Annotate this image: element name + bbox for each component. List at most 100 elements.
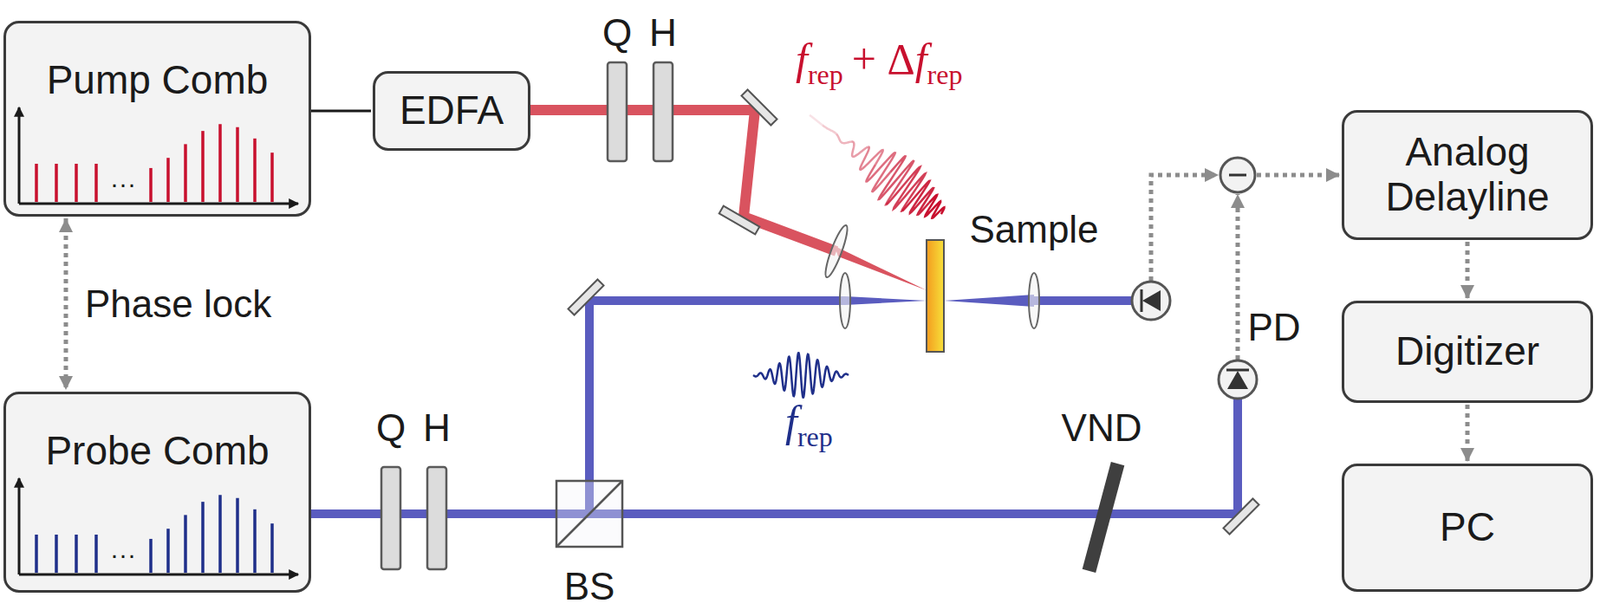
pulses [753, 115, 944, 398]
comb-line [235, 127, 240, 202]
pump-beam [530, 110, 837, 252]
component-box: PC [1341, 463, 1594, 592]
component-box: Probe Comb [3, 391, 312, 593]
part-label: Sample [969, 208, 1099, 252]
pump-pulse [836, 134, 852, 144]
quarter-waveplate [607, 62, 627, 162]
photodiode-symbol [1142, 290, 1161, 312]
comb-line [34, 163, 39, 202]
axis [18, 478, 21, 575]
edge-label: Phase lock [84, 282, 272, 326]
comb-line [166, 528, 170, 573]
box-label: PC [1439, 505, 1496, 551]
photodiode-symbol [1227, 370, 1249, 390]
drawing-part [19, 478, 299, 575]
photodiode-symbol [1218, 360, 1257, 399]
comb-line [74, 163, 79, 202]
rep-rate-label: frep [785, 396, 833, 454]
axis [19, 573, 299, 577]
component-box: Pump Comb [3, 20, 312, 217]
comb-line [253, 509, 257, 573]
component-box: EDFA [372, 71, 531, 151]
symbol: + Δ [852, 34, 916, 84]
signal-link [64, 218, 69, 391]
variable-nd-filter [1082, 461, 1126, 573]
part-label: PD [1247, 305, 1301, 350]
box-label: Probe Comb [45, 429, 269, 475]
half-waveplate [653, 62, 673, 162]
box-fill [373, 71, 530, 150]
half-waveplate [427, 467, 447, 570]
subscript: rep [807, 58, 844, 91]
rep-rate-label: frep+ Δfrep [795, 33, 963, 92]
pump-pulse [822, 125, 837, 135]
box-label: EDFA [399, 88, 504, 134]
reference-beam-up [1233, 398, 1243, 519]
box-label: Pump Comb [46, 58, 269, 104]
part-label: Q [602, 11, 632, 55]
quarter-waveplate [381, 467, 401, 570]
comb-line [218, 123, 222, 202]
comb-spectra [19, 107, 299, 575]
comb-line [94, 163, 98, 202]
signal-wire [1151, 175, 1219, 281]
box-fill [1342, 110, 1593, 240]
photodiode-symbol [1226, 369, 1249, 372]
mirror [719, 206, 761, 235]
beam-splitter [556, 481, 623, 547]
part-label: H [422, 406, 451, 450]
probe-pulse [753, 352, 849, 397]
symbol: f [795, 34, 808, 84]
comb-line [270, 152, 274, 202]
subtractor-symbol [1220, 157, 1256, 193]
box-fill [4, 392, 311, 592]
signal-link [1465, 404, 1470, 462]
axis [18, 107, 21, 204]
comb-line [218, 494, 222, 573]
comb-line [34, 534, 39, 573]
box-fills [4, 21, 1593, 592]
part-label: Q [376, 406, 406, 450]
fiber-link [311, 110, 371, 113]
box-fill [4, 21, 311, 216]
minus-sign [1229, 174, 1247, 177]
mirror [1222, 498, 1259, 534]
comb-line [54, 163, 59, 202]
comb-line [183, 514, 188, 573]
axis [19, 202, 299, 206]
box-label: Digitizer [1395, 329, 1540, 375]
subscript: rep [927, 58, 963, 91]
sample [926, 240, 944, 352]
signal-wire [1235, 194, 1241, 360]
comb-line [270, 523, 274, 573]
pump-pulse [859, 147, 883, 170]
part-label: BS [564, 565, 616, 609]
component-box: Analog Delayline [1341, 110, 1594, 241]
box-label: Analog Delayline [1356, 130, 1579, 220]
ellipsis: ··· [110, 539, 137, 570]
lens [821, 223, 852, 280]
photodiode-symbol [1140, 289, 1144, 313]
comb-line [201, 130, 205, 202]
signal-wire [1256, 173, 1340, 178]
beam-splitter-face [556, 481, 623, 547]
part-label: H [649, 11, 677, 55]
probe-beam-to-pd [1034, 296, 1132, 306]
box-fill [1342, 464, 1593, 592]
pump-pulse [809, 115, 823, 126]
box-fill [1342, 301, 1593, 403]
pump-pulse [924, 195, 944, 218]
comb-line [54, 534, 59, 573]
ellipsis: ··· [110, 169, 137, 199]
subscript: rep [797, 421, 833, 453]
comb-line [74, 534, 79, 573]
comb-line [94, 534, 98, 573]
photodiode-symbol [1131, 281, 1171, 320]
probe-beam-focus [845, 296, 927, 306]
mirror [567, 279, 604, 315]
signal-link [1465, 241, 1470, 300]
comb-line [235, 498, 240, 573]
comb-line [149, 168, 153, 202]
comb-line [166, 157, 170, 202]
symbol: f [915, 34, 928, 84]
